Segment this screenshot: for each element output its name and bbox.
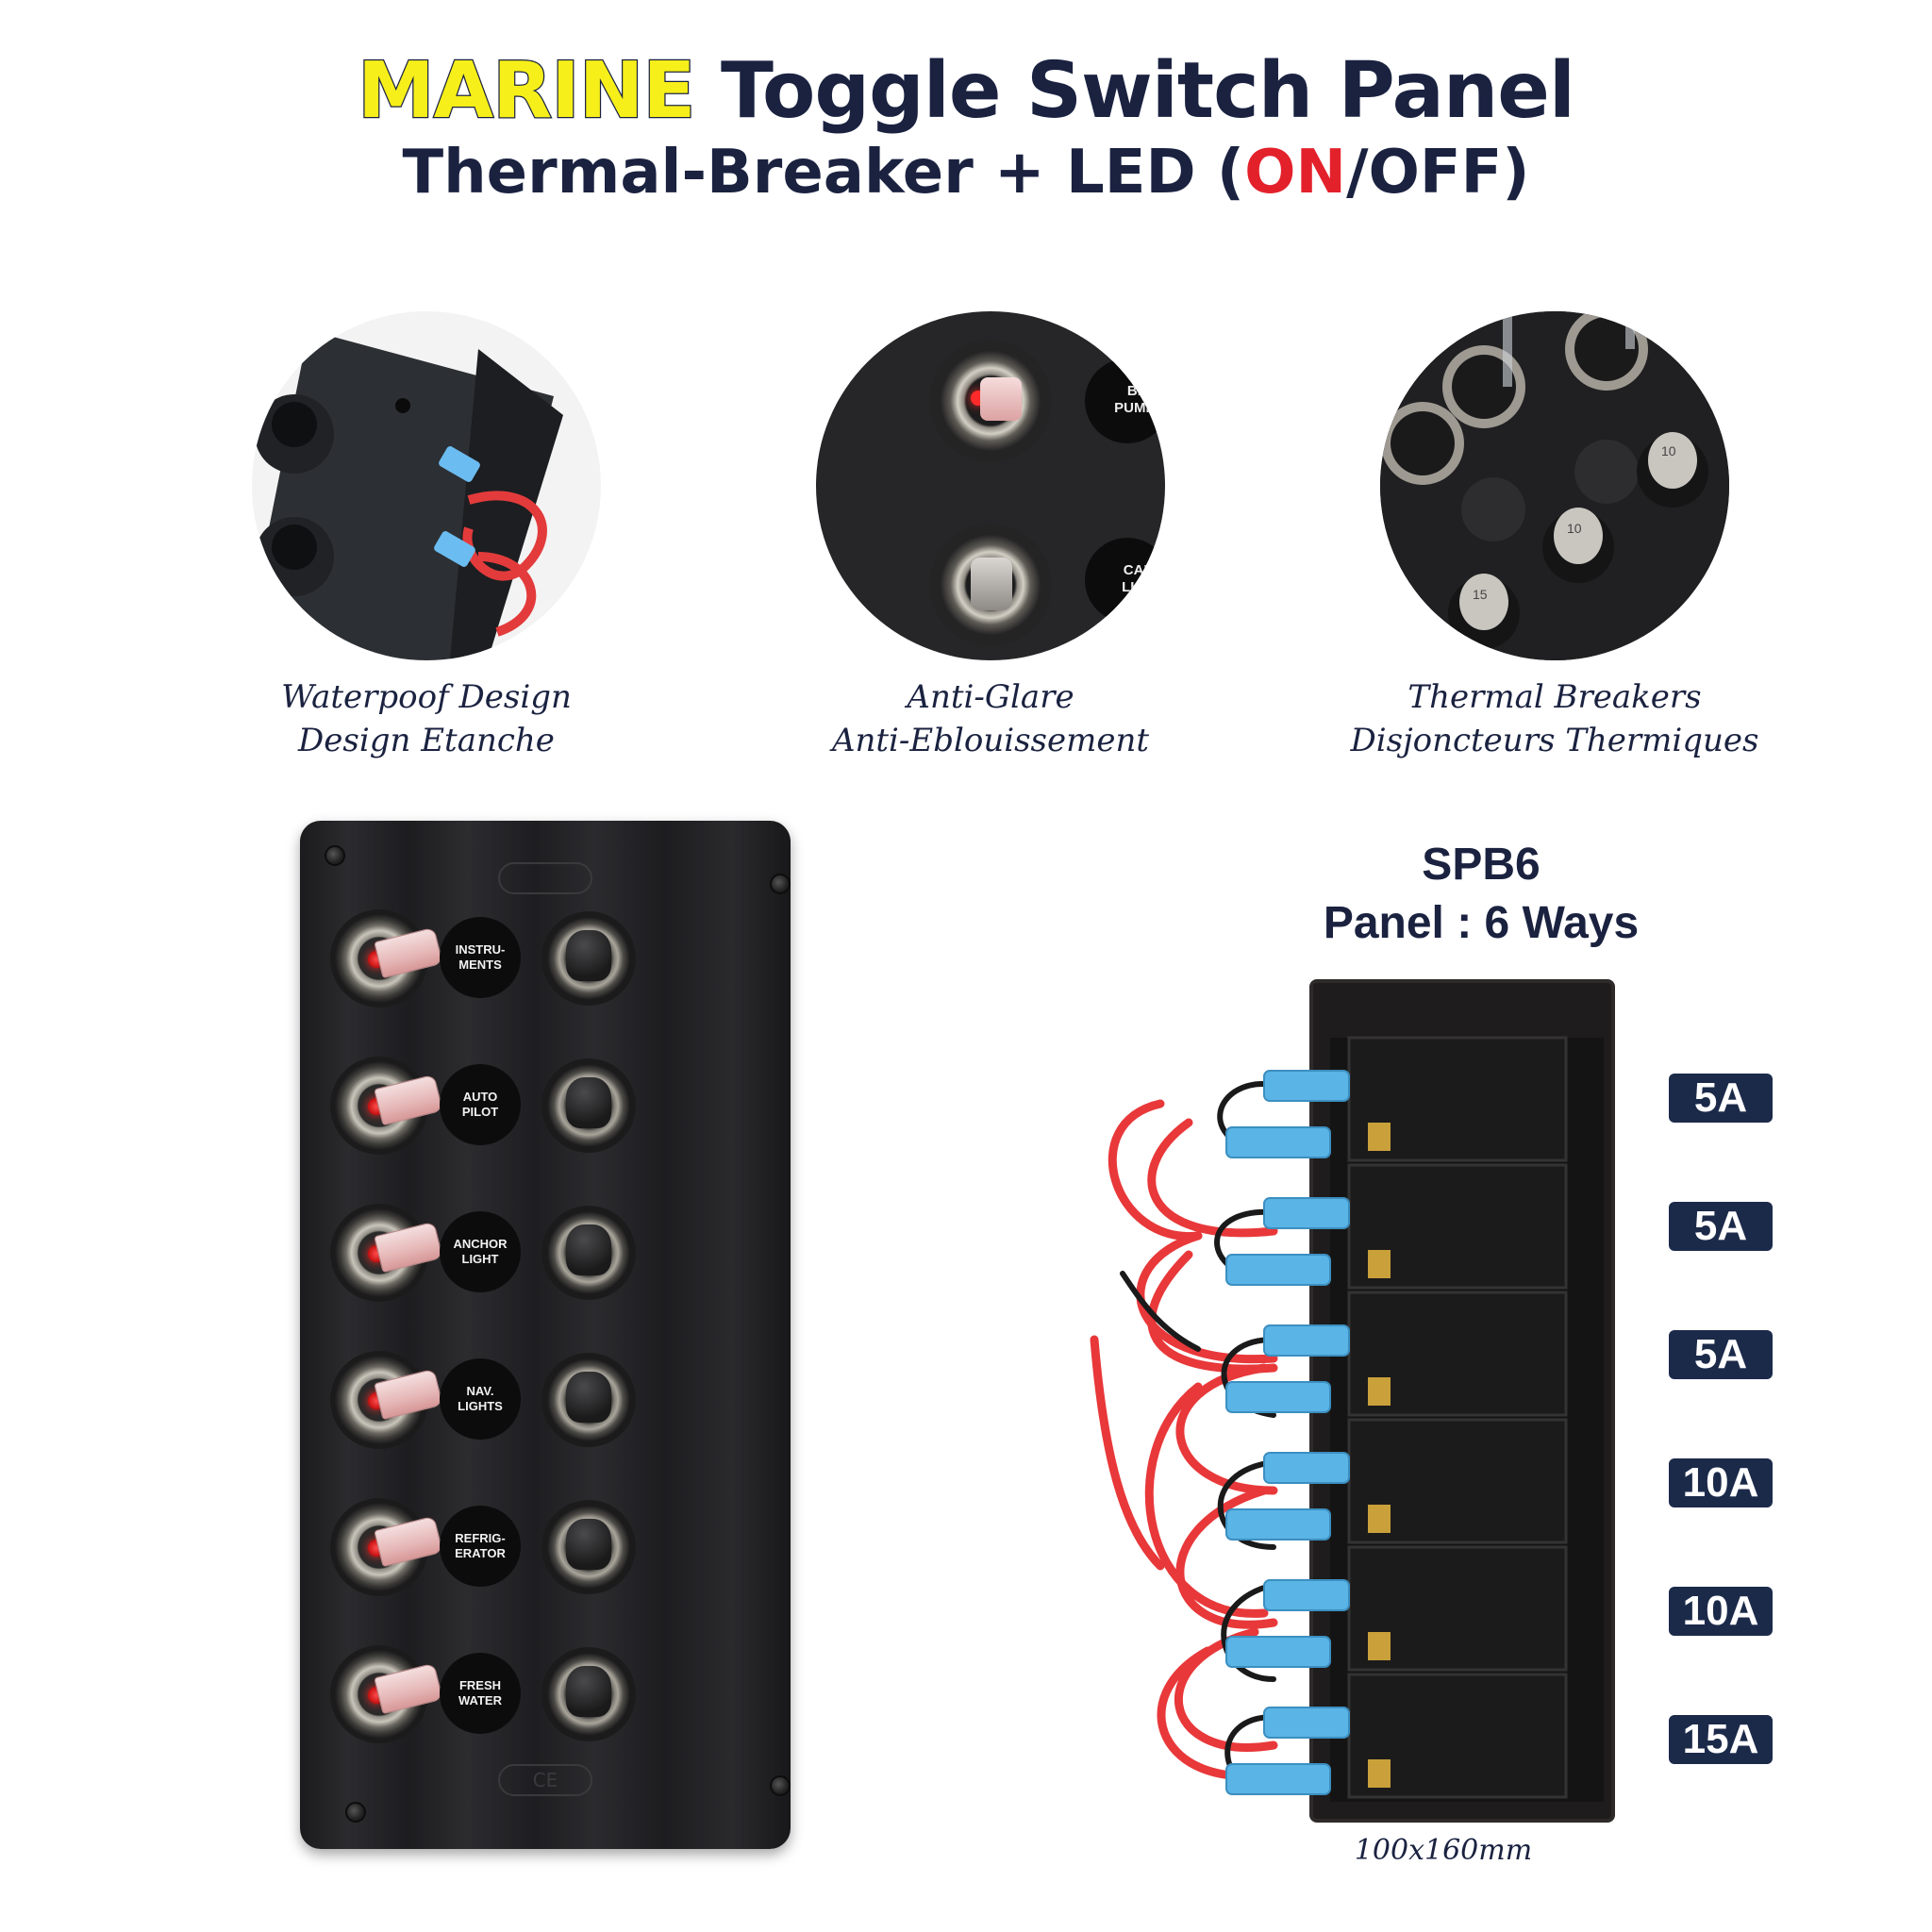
toggle-lever <box>374 1074 443 1126</box>
product-model-block: SPB6 Panel : 6 Ways <box>1274 836 1689 953</box>
circuit-breaker-button[interactable] <box>541 1647 636 1741</box>
zoom-lever <box>980 377 1022 421</box>
toggle-switch[interactable] <box>330 909 443 1008</box>
switch-row: AUTO PILOT <box>300 1049 791 1162</box>
feature-caption: Waterpoof Design Design Etanche <box>191 675 662 762</box>
rating-badge: 5A <box>1669 1074 1773 1123</box>
screw-icon <box>325 845 345 866</box>
circuit-breaker-button[interactable] <box>541 911 636 1006</box>
breakers-illustration <box>1380 311 1729 660</box>
feature-caption: Thermal Breakers Disjoncteurs Thermiques <box>1319 675 1790 762</box>
feature-caption: Anti-Glare Anti-Eblouissement <box>755 675 1226 762</box>
switch-row: FRESH WATER <box>300 1638 791 1751</box>
zoom-label-cabin: CAB LIGH <box>1085 538 1165 623</box>
switch-label: FRESH WATER <box>440 1653 521 1734</box>
feature-thermal-breakers: 10 10 15 Thermal Breakers Disjoncteurs T… <box>1319 311 1790 762</box>
zoom-toggle-on <box>929 340 1052 462</box>
switch-label: NAV. LIGHTS <box>440 1358 521 1440</box>
embossed-logo-top <box>498 862 592 894</box>
blue-connectors <box>1225 1070 1350 1795</box>
toggle-switch[interactable] <box>330 1645 443 1743</box>
switch-row: REFRIG- ERATOR <box>300 1491 791 1604</box>
title-marine-word: MARINE <box>357 46 697 136</box>
breaker-cap <box>566 1224 611 1275</box>
panel-back-wiring-view <box>1090 979 1615 1823</box>
rating-badge: 10A <box>1669 1587 1773 1636</box>
waterproof-photo <box>252 311 601 660</box>
breaker-number: 10 <box>1661 443 1676 458</box>
rating-badge: 10A <box>1669 1458 1773 1507</box>
toggle-switch[interactable] <box>330 1351 443 1449</box>
toggle-switch[interactable] <box>330 1057 443 1155</box>
switch-label: REFRIG- ERATOR <box>440 1506 521 1587</box>
product-model: SPB6 <box>1422 840 1541 890</box>
circuit-breaker-button[interactable] <box>541 1500 636 1594</box>
feature-caption-en: Waterpoof Design <box>281 678 572 716</box>
rating-badge: 5A <box>1669 1330 1773 1379</box>
toggle-lever <box>374 1662 443 1715</box>
breaker-cap <box>566 1666 611 1717</box>
toggle-switch[interactable] <box>330 1498 443 1596</box>
zoom-lever <box>971 558 1012 610</box>
brass-terminals <box>1368 1123 1391 1788</box>
subtitle-prefix: Thermal-Breaker + LED ( <box>402 138 1245 208</box>
screw-icon <box>770 874 791 894</box>
zoom-toggle-off <box>929 524 1052 646</box>
switch-row: ANCHOR LIGHT <box>300 1196 791 1309</box>
switch-panel-front: CE INSTRU- MENTS AUTO PILOT ANCHOR LIGHT… <box>300 821 791 1849</box>
screw-icon <box>345 1802 366 1823</box>
rating-badge: 15A <box>1669 1715 1773 1764</box>
waterproof-illustration <box>252 330 563 660</box>
rating-badge: 5A <box>1669 1202 1773 1251</box>
title-rest: Toggle Switch Panel <box>694 46 1575 136</box>
subtitle: Thermal-Breaker + LED (ON/OFF) <box>0 140 1932 206</box>
toggle-lever <box>374 1368 443 1421</box>
feature-caption-fr: Disjoncteurs Thermiques <box>1350 722 1759 759</box>
black-wires <box>1120 1081 1276 1795</box>
breaker-number: 10 <box>1567 521 1582 536</box>
breaker-cap <box>566 1077 611 1128</box>
anti-glare-photo: BIL PUMP_ CAB LIGH <box>816 311 1165 660</box>
switch-label: INSTRU- MENTS <box>440 917 521 998</box>
feature-caption-fr: Design Etanche <box>298 722 555 759</box>
feature-caption-fr: Anti-Eblouissement <box>831 722 1150 759</box>
circuit-breaker-button[interactable] <box>541 1353 636 1447</box>
breaker-cap <box>566 1519 611 1570</box>
embossed-ce-mark: CE <box>498 1764 592 1796</box>
thermal-breakers-photo: 10 10 15 <box>1380 311 1729 660</box>
feature-caption-en: Anti-Glare <box>907 678 1074 716</box>
toggle-lever <box>374 1515 443 1568</box>
screw-icon <box>770 1775 791 1796</box>
switch-row: INSTRU- MENTS <box>300 902 791 1015</box>
breaker-cap <box>566 930 611 981</box>
toggle-lever <box>374 1221 443 1274</box>
feature-waterproof: Waterpoof Design Design Etanche <box>191 311 662 762</box>
circuit-breaker-button[interactable] <box>541 1058 636 1153</box>
feature-caption-en: Thermal Breakers <box>1407 678 1702 716</box>
subtitle-suffix: /OFF) <box>1346 138 1530 208</box>
main-title: MARINE Toggle Switch Panel <box>0 46 1932 136</box>
feature-anti-glare: BIL PUMP_ CAB LIGH Anti-Glare Anti-Eblou… <box>755 311 1226 762</box>
product-ways: Panel : 6 Ways <box>1323 898 1640 948</box>
breaker-number: 15 <box>1473 587 1488 602</box>
switch-label: AUTO PILOT <box>440 1064 521 1145</box>
breaker-cap <box>566 1372 611 1423</box>
dimensions-caption: 100x160mm <box>1354 1834 1533 1867</box>
switch-label: ANCHOR LIGHT <box>440 1211 521 1292</box>
switch-row: NAV. LIGHTS <box>300 1343 791 1457</box>
subtitle-on-word: ON <box>1244 138 1347 208</box>
toggle-lever <box>374 926 443 979</box>
toggle-switch[interactable] <box>330 1204 443 1302</box>
circuit-breaker-button[interactable] <box>541 1206 636 1300</box>
zoom-label-bilge: BIL PUMP_ <box>1085 358 1165 443</box>
